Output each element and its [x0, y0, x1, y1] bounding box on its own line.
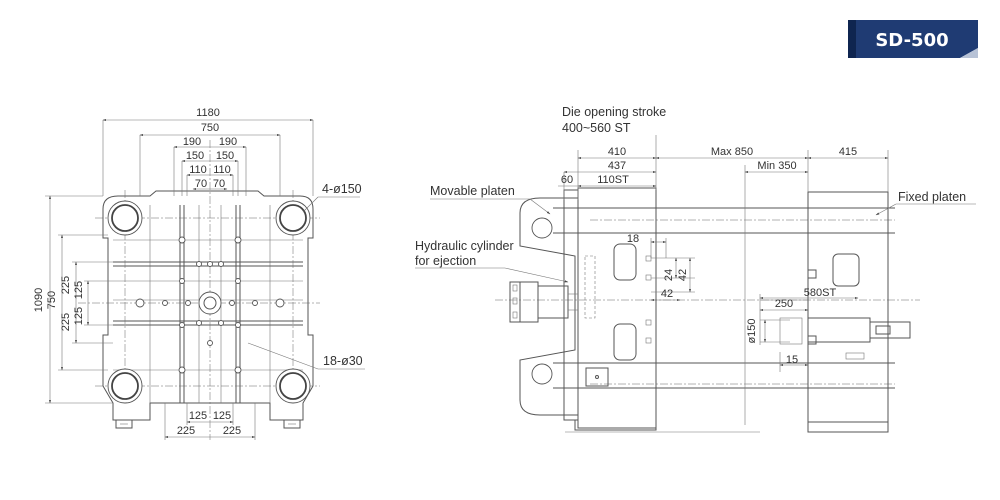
dim-125-bottom: 125: [73, 307, 85, 325]
dim-415: 415: [839, 146, 857, 158]
dim-190-left: 190: [183, 136, 201, 148]
badge-shape: [848, 20, 978, 58]
dim-15: 15: [786, 354, 798, 366]
tiebar-hole-tr: [275, 200, 311, 236]
label-fixed-platen: Fixed platen: [898, 190, 966, 204]
label-movable-platen: Movable platen: [430, 184, 515, 198]
dim-24: 24: [663, 269, 675, 281]
front-top-dimensions: [102, 118, 314, 196]
ejector-cylinder: [509, 281, 578, 323]
dim-110-right: 110: [213, 164, 231, 176]
dim-42-horizontal: 42: [661, 288, 673, 300]
dim-580st: 580ST: [804, 287, 837, 299]
front-left-dimensions: [45, 195, 113, 404]
dim-overall-height: 1090: [33, 288, 45, 312]
front-view: 1180 750 190 190 150 150 110 110 70 70 1…: [33, 107, 365, 440]
label-hydraulic-line2: for ejection: [415, 254, 476, 268]
dim-70-left: 70: [195, 178, 207, 190]
tiebar-hole-br: [275, 368, 311, 404]
dim-150-left: 150: [186, 150, 204, 162]
fixed-platen: [807, 191, 889, 433]
tiebar-hole-bl: [107, 368, 143, 404]
dim-overall-width: 1180: [196, 107, 220, 119]
side-top-dimensions: [558, 135, 889, 425]
dim-190-right: 190: [219, 136, 237, 148]
dim-410: 410: [608, 146, 626, 158]
stroke-range: 400~560 ST: [562, 121, 631, 135]
dim-60: 60: [561, 174, 573, 186]
tiebar-bushing-bottom: [531, 363, 553, 385]
center-hole: [198, 291, 222, 315]
dim-125-top: 125: [73, 281, 85, 299]
label-hydraulic-line1: Hydraulic cylinder: [415, 239, 514, 253]
tiebar-bushing-top: [531, 217, 553, 239]
front-bottom-dimensions: [164, 403, 256, 440]
dim-tiebar-spacing-v: 750: [46, 291, 58, 309]
dim-min350: Min 350: [757, 160, 796, 172]
bottom-feet: [115, 419, 301, 429]
dim-b-225-left: 225: [177, 425, 195, 437]
dim-b-225-right: 225: [223, 425, 241, 437]
dim-tiebar-spacing-h: 750: [201, 122, 219, 134]
stroke-title: Die opening stroke: [562, 105, 666, 119]
side-view: Die opening stroke 400~560 ST 410 437 60…: [415, 105, 976, 433]
platen-outline: [102, 190, 314, 421]
injection-dimensions: [759, 294, 859, 372]
dim-max850: Max 850: [711, 146, 753, 158]
dim-225-top: 225: [60, 276, 72, 294]
tiebar-hole-tl: [107, 200, 143, 236]
dim-250: 250: [775, 298, 793, 310]
dim-42-vertical: 42: [677, 269, 689, 281]
mounting-holes: [135, 236, 285, 374]
callout-tiebar: 4-ø150: [322, 182, 362, 196]
dim-b-125-left: 125: [189, 410, 207, 422]
dim-b-125-right: 125: [213, 410, 231, 422]
model-badge: SD-500: [848, 20, 978, 58]
ejector-dimensions: [650, 238, 695, 302]
tie-bars: [495, 207, 920, 389]
injection-nozzle: [760, 299, 911, 343]
tiebar-holes: [107, 200, 311, 404]
dim-d150: ø150: [746, 318, 758, 343]
ejector-markers: [645, 255, 652, 344]
badge-model-text: SD-500: [875, 30, 948, 51]
dim-150-right: 150: [216, 150, 234, 162]
dim-225-bottom: 225: [60, 313, 72, 331]
dim-437: 437: [608, 160, 626, 172]
callout-holes: 18-ø30: [323, 354, 363, 368]
dim-18: 18: [627, 233, 639, 245]
dim-110st: 110ST: [597, 174, 629, 186]
dim-70-right: 70: [213, 178, 225, 190]
movable-platen: [519, 187, 760, 433]
dim-110-left: 110: [189, 164, 207, 176]
